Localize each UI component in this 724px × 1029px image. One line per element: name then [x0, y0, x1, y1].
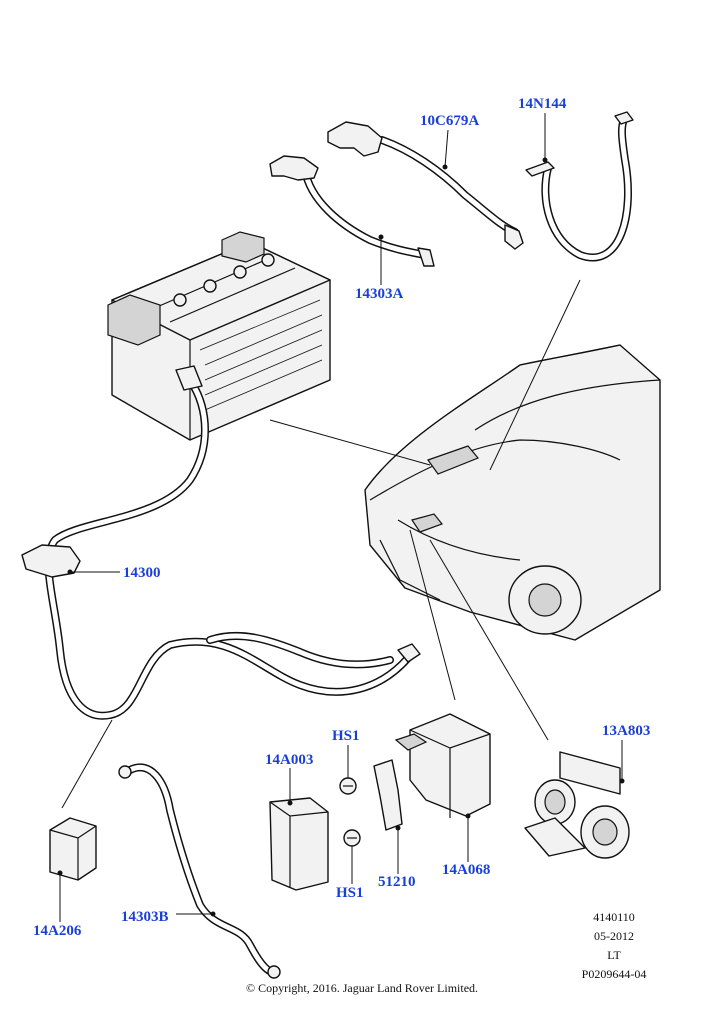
label-10C679A[interactable]: 10C679A — [420, 113, 480, 129]
meta-date: 05-2012 — [594, 929, 634, 943]
label-14303B[interactable]: 14303B — [121, 909, 169, 925]
battery — [107, 231, 331, 441]
leader-14A206 — [61, 719, 113, 809]
cable-14303A — [269, 155, 435, 267]
leader-10C679A — [444, 129, 449, 168]
label-14N144[interactable]: 14N144 — [518, 96, 567, 112]
label-14A068[interactable]: 14A068 — [442, 862, 491, 878]
label-hs1-top[interactable]: HS1 — [332, 728, 360, 744]
screw-hs1-top — [339, 777, 357, 795]
fusebox-14A068 — [394, 713, 491, 819]
horn-13A803 — [524, 751, 630, 859]
leader-14N144 — [489, 279, 581, 471]
leader-horn — [429, 539, 549, 741]
strap-14N144 — [525, 111, 634, 262]
label-13A803[interactable]: 13A803 — [602, 723, 651, 739]
vehicle — [364, 344, 661, 641]
meta-block: 4140110 05-2012 LT P0209644-04 — [554, 908, 674, 984]
copyright-text: © Copyright, 2016. Jaguar Land Rover Lim… — [245, 981, 479, 995]
label-14303A[interactable]: 14303A — [355, 286, 404, 302]
meta-ref: 4140110 — [593, 910, 635, 924]
bracket-14A003 — [269, 797, 329, 891]
leader-fusebox — [409, 529, 456, 701]
meta-code: LT — [607, 948, 621, 962]
screw-hs1-bottom — [343, 829, 361, 847]
cable-10C679A — [327, 121, 524, 250]
label-14A003[interactable]: 14A003 — [265, 752, 314, 768]
cover-14A206 — [49, 817, 97, 881]
label-hs1-bottom[interactable]: HS1 — [336, 885, 364, 901]
leader-battery — [269, 419, 431, 466]
meta-illustration: P0209644-04 — [581, 967, 647, 981]
cable-14303B — [118, 763, 281, 979]
label-14300[interactable]: 14300 — [123, 565, 161, 581]
link-51210 — [373, 759, 403, 831]
harness-14300 — [21, 365, 421, 720]
label-14A206[interactable]: 14A206 — [33, 923, 82, 939]
label-51210[interactable]: 51210 — [378, 874, 416, 890]
